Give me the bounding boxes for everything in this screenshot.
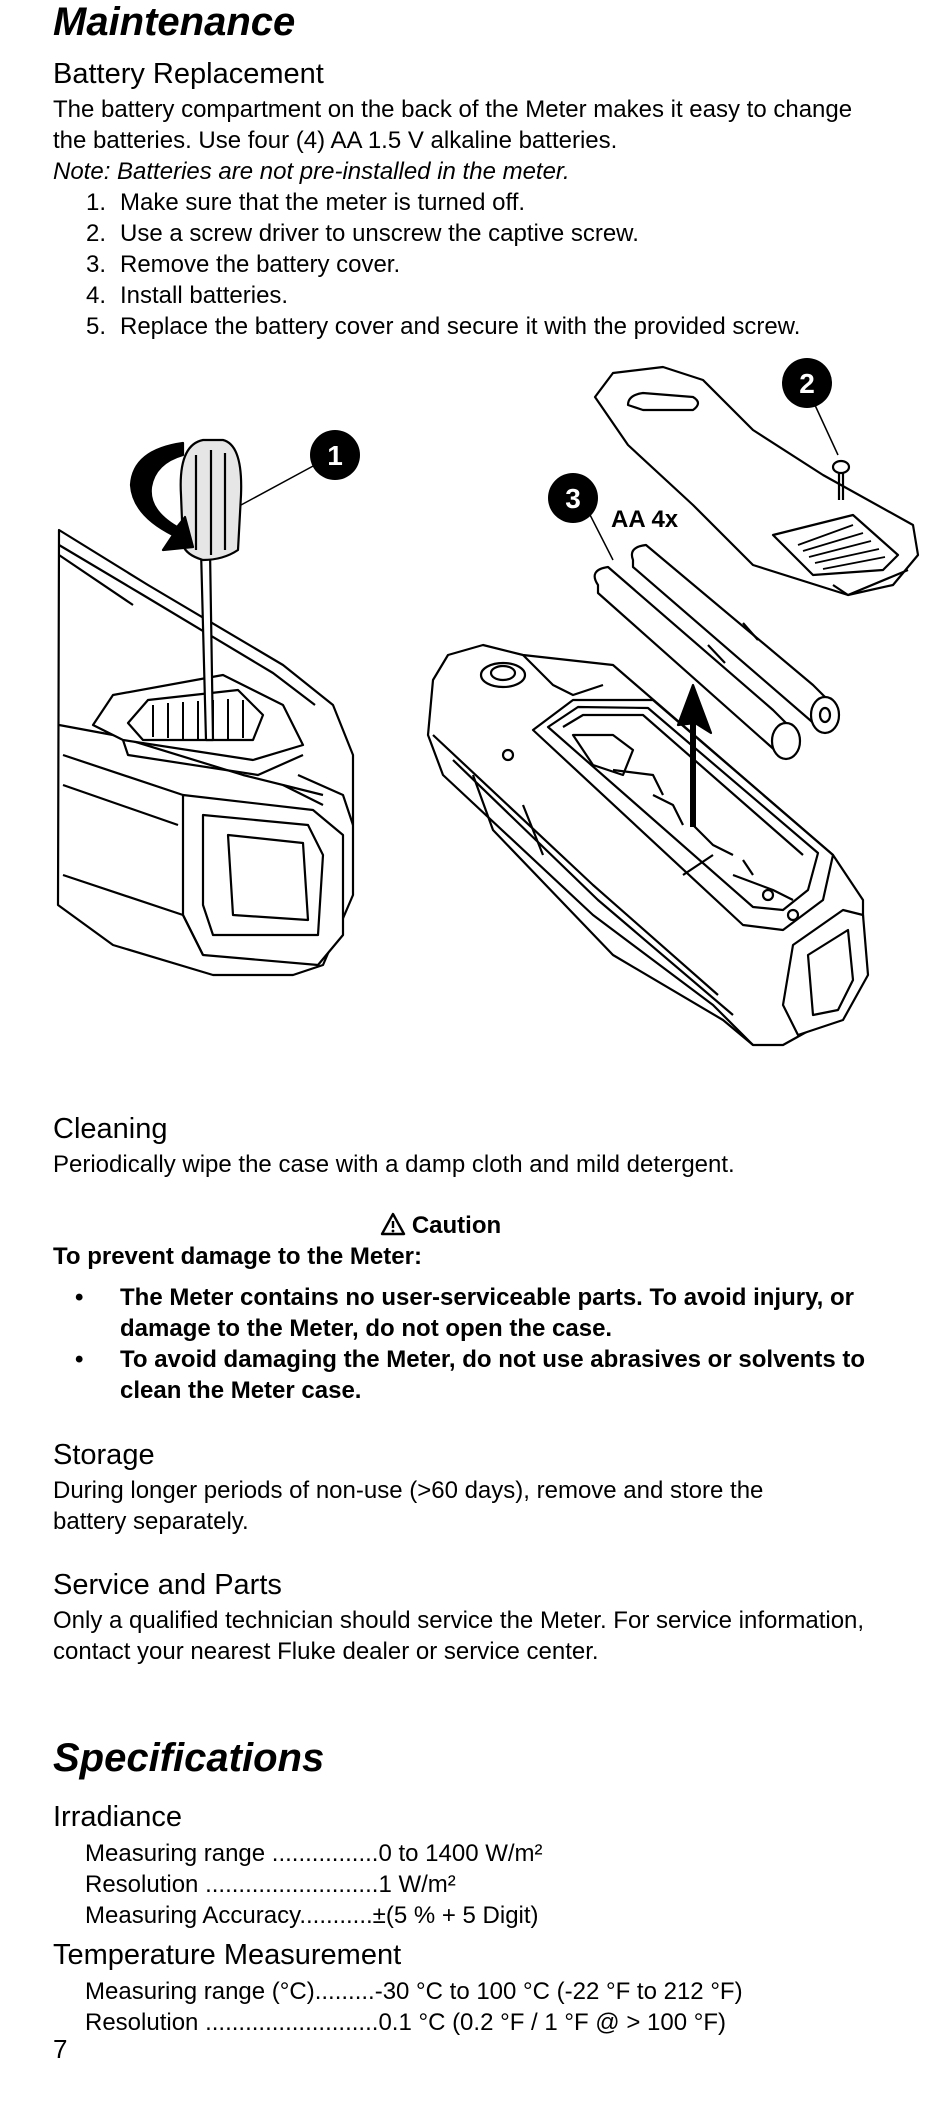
service-line1: Only a qualified technician should servi… bbox=[53, 1607, 865, 1634]
irradiance-heading: Irradiance bbox=[53, 1801, 182, 1833]
step-item: 4.Install batteries. bbox=[85, 282, 289, 309]
storage-heading: Storage bbox=[53, 1439, 155, 1471]
caution-bullet-list: •The Meter contains no user-serviceable … bbox=[53, 1282, 933, 1406]
storage-line1: During longer periods of non-use (>60 da… bbox=[53, 1477, 764, 1504]
left-meter-drawing bbox=[56, 528, 355, 977]
warning-triangle-icon bbox=[380, 1212, 406, 1244]
svg-text:2: 2 bbox=[799, 368, 815, 399]
page-number: 7 bbox=[53, 2034, 68, 2064]
battery-cover-drawing bbox=[593, 365, 920, 597]
caution-label: Caution bbox=[411, 1212, 502, 1239]
battery-replacement-heading: Battery Replacement bbox=[53, 58, 324, 90]
service-heading: Service and Parts bbox=[53, 1569, 282, 1601]
captive-screw-drawing bbox=[831, 459, 851, 500]
aa-batteries-drawing bbox=[593, 543, 841, 761]
temperature-heading: Temperature Measurement bbox=[53, 1939, 402, 1971]
insert-arrow-drawing bbox=[676, 683, 713, 827]
temperature-spec-row: Measuring range (°C).........-30 °C to 1… bbox=[85, 1978, 743, 2005]
caution-bullet: •The Meter contains no user-serviceable … bbox=[75, 1284, 854, 1342]
storage-line2: battery separately. bbox=[53, 1508, 249, 1535]
service-line2: contact your nearest Fluke dealer or ser… bbox=[53, 1638, 599, 1665]
specifications-title: Specifications bbox=[53, 1736, 325, 1780]
battery-intro-line2: the batteries. Use four (4) AA 1.5 V alk… bbox=[53, 127, 618, 154]
irradiance-spec-row: Measuring Accuracy...........±(5 % + 5 D… bbox=[85, 1902, 539, 1929]
irradiance-spec-row: Measuring range ................0 to 140… bbox=[85, 1840, 543, 1867]
step-item: 5.Replace the battery cover and secure i… bbox=[85, 313, 801, 340]
callout-2: 2 bbox=[782, 358, 832, 408]
caution-lead: To prevent damage to the Meter: bbox=[53, 1243, 422, 1270]
battery-steps-list: 1.Make sure that the meter is turned off… bbox=[53, 187, 933, 342]
svg-text:3: 3 bbox=[565, 483, 581, 514]
battery-type-label: AA 4x bbox=[611, 506, 679, 533]
battery-replacement-illustration: 1 2 3 AA 4x bbox=[56, 358, 920, 1047]
battery-note: Note: Batteries are not pre-installed in… bbox=[53, 158, 570, 185]
caution-title: Caution bbox=[53, 1210, 828, 1244]
rotation-arrow-drawing bbox=[129, 441, 195, 552]
maintenance-title: Maintenance bbox=[53, 0, 296, 44]
step-item: 2.Use a screw driver to unscrew the capt… bbox=[85, 220, 639, 247]
callout-3: 3 bbox=[548, 473, 598, 523]
cleaning-heading: Cleaning bbox=[53, 1113, 168, 1145]
screwdriver-drawing bbox=[179, 438, 243, 742]
caution-bullet: •To avoid damaging the Meter, do not use… bbox=[75, 1346, 866, 1404]
temperature-spec-row: Resolution ..........................0.1… bbox=[85, 2009, 726, 2036]
right-meter-drawing bbox=[426, 643, 870, 1047]
callout-1: 1 bbox=[310, 430, 360, 480]
irradiance-spec-row: Resolution ..........................1 W… bbox=[85, 1871, 456, 1898]
step-item: 1.Make sure that the meter is turned off… bbox=[85, 189, 526, 216]
step-item: 3.Remove the battery cover. bbox=[85, 251, 401, 278]
svg-text:1: 1 bbox=[327, 440, 343, 471]
cleaning-text: Periodically wipe the case with a damp c… bbox=[53, 1151, 735, 1178]
battery-intro-line1: The battery compartment on the back of t… bbox=[53, 96, 853, 123]
